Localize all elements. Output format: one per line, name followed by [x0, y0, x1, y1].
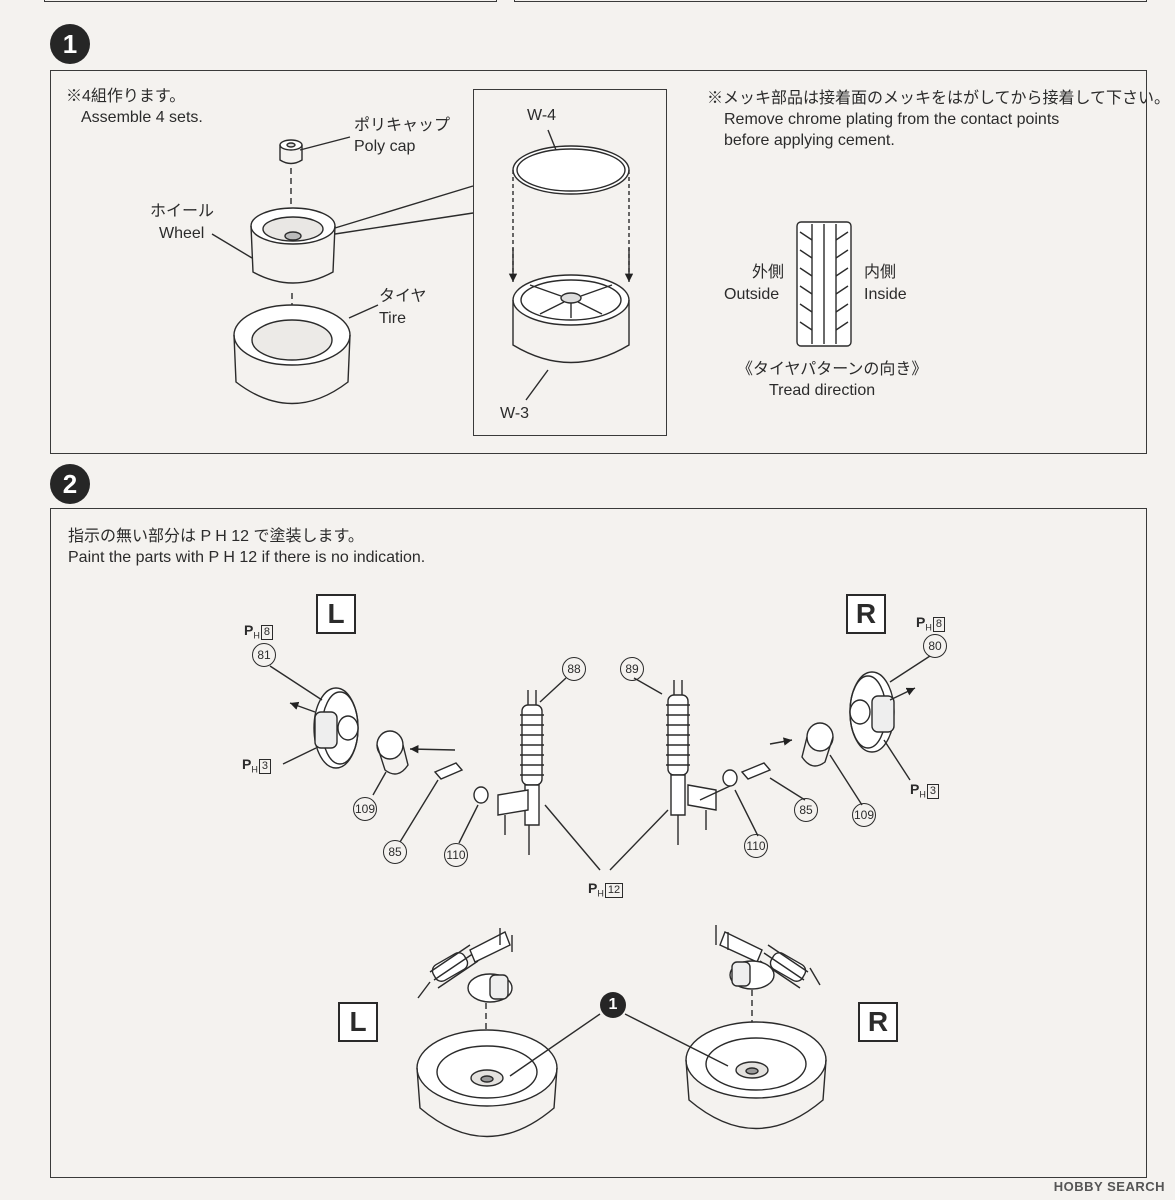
step-1-note-en: Assemble 4 sets.	[81, 109, 203, 126]
previous-step-frame-right	[514, 0, 1147, 2]
right-tire-wheel-assembly-drawing	[625, 1014, 826, 1129]
tire-drawing	[234, 305, 378, 404]
outside-label-jp: 外側	[752, 264, 785, 281]
wheel-barrel-w4-drawing	[508, 130, 634, 282]
part-80-callout: 80	[923, 634, 947, 658]
right-side-badge-top: R	[846, 594, 886, 634]
part-109-callout-right: 109	[852, 803, 876, 827]
part-85-callout-left: 85	[383, 840, 407, 864]
wheel-detail-inset	[473, 89, 667, 436]
part-110-callout-left: 110	[444, 843, 468, 867]
right-collar-109-drawing	[770, 723, 862, 805]
left-damper-88-drawing	[498, 678, 600, 870]
part-110-callout-right: 110	[744, 834, 768, 858]
step-1-reference-badge: 1	[600, 992, 626, 1018]
part-w4-label: W-4	[527, 107, 557, 124]
tire-label-en: Tire	[379, 310, 406, 327]
wheel-label-en: Wheel	[159, 225, 205, 242]
tread-pattern-drawing	[797, 222, 851, 346]
wheel-drawing	[212, 186, 473, 283]
previous-step-frame-left	[44, 0, 497, 2]
polycap-label-en: Poly cap	[354, 138, 416, 155]
watermark-logo: HOBBY SEARCH	[1053, 1179, 1165, 1194]
wheel-label-jp: ホイール	[150, 203, 215, 220]
chrome-note-en-2: before applying cement.	[724, 132, 895, 149]
part-109-callout-left: 109	[353, 797, 377, 821]
right-brake-hub-drawing	[850, 656, 930, 780]
left-pin-85-110-drawing	[400, 763, 488, 843]
right-strut-assembly-drawing	[716, 925, 820, 989]
step-2-frame	[50, 508, 1147, 1178]
inside-label-jp: 内側	[864, 264, 897, 281]
part-89-callout: 89	[620, 657, 644, 681]
left-strut-assembly-drawing	[418, 928, 512, 1002]
chrome-note-en-1: Remove chrome plating from the contact p…	[724, 111, 1060, 128]
wheel-face-w3-drawing	[513, 275, 629, 400]
right-side-badge-bottom: R	[858, 1002, 898, 1042]
poly-cap-drawing	[280, 137, 350, 164]
left-side-badge-bottom: L	[338, 1002, 378, 1042]
step-2-note-en: Paint the parts with P H 12 if there is …	[68, 549, 426, 566]
left-side-badge-top: L	[316, 594, 356, 634]
part-81-callout: 81	[252, 643, 276, 667]
step-1-frame	[50, 70, 1147, 454]
tire-label-jp: タイヤ	[379, 288, 427, 305]
left-tire-wheel-assembly-drawing	[417, 1014, 600, 1137]
part-85-callout-right: 85	[794, 798, 818, 822]
right-damper-89-drawing	[610, 678, 716, 870]
step-2-note-jp: 指示の無い部分は P H 12 で塗装します。	[68, 526, 364, 547]
step-1-note-jp: ※4組作ります。	[66, 88, 186, 105]
tread-label-jp: 《タイヤパターンの向き》	[737, 361, 928, 378]
part-w3-label: W-3	[500, 405, 530, 422]
tread-label-en: Tread direction	[769, 382, 876, 399]
left-collar-109-drawing	[373, 731, 455, 795]
right-pin-85-110-drawing	[700, 763, 805, 836]
step-2-badge: 2	[50, 464, 90, 504]
polycap-label-jp: ポリキャップ	[354, 117, 451, 134]
left-brake-hub-drawing	[270, 666, 358, 768]
chrome-note-jp: ※メッキ部品は接着面のメッキをはがしてから接着して下さい。	[707, 90, 1171, 107]
part-88-callout: 88	[562, 657, 586, 681]
step-2-note-jp-text: 指示の無い部分は P H 12 で塗装します。	[68, 528, 364, 545]
step-1-badge: 1	[50, 24, 90, 64]
outside-label-en: Outside	[724, 286, 780, 303]
inside-label-en: Inside	[864, 286, 907, 303]
